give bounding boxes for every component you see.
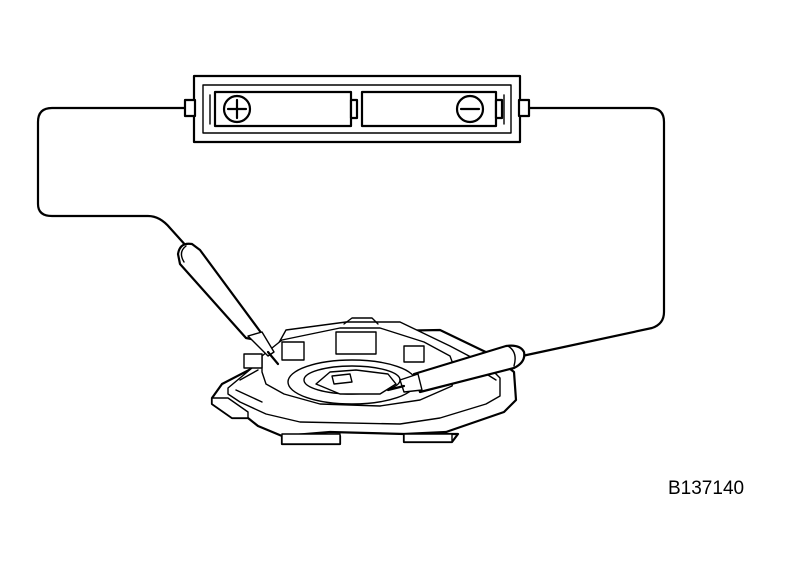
- battery-holder: [183, 74, 531, 144]
- right-lead-wire: [520, 106, 666, 358]
- negative-terminal-icon: [455, 94, 485, 124]
- left-test-probe: [176, 242, 280, 366]
- left-lead-wire: [36, 106, 192, 250]
- positive-terminal-icon: [222, 94, 252, 124]
- right-test-probe: [386, 344, 526, 394]
- figure-code: B137140: [668, 478, 745, 499]
